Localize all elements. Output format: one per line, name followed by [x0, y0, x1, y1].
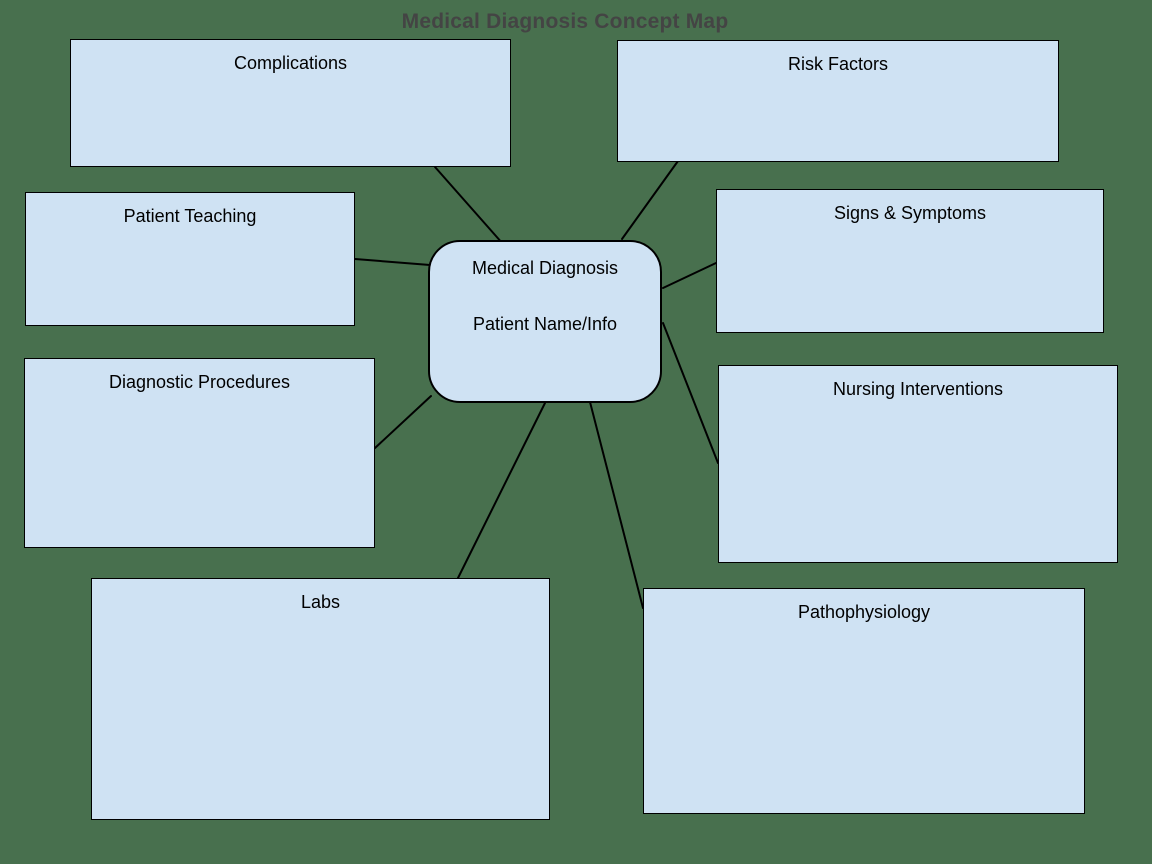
node-center[interactable]: Medical Diagnosis Patient Name/Info: [428, 240, 662, 403]
node-label: Complications: [233, 53, 348, 73]
node-signs-symptoms[interactable]: Signs & Symptoms: [716, 189, 1104, 333]
connector-complications: [434, 166, 504, 245]
connector-nursing-interventions: [662, 322, 719, 464]
connector-patient-teaching: [354, 258, 431, 266]
node-pathophysiology[interactable]: Pathophysiology: [643, 588, 1085, 814]
center-node-title: Medical Diagnosis: [471, 258, 619, 278]
node-label: Labs: [300, 592, 341, 612]
connector-labs: [457, 402, 546, 579]
center-node-subtitle: Patient Name/Info: [472, 314, 618, 334]
diagram-title: Medical Diagnosis Concept Map: [401, 10, 729, 33]
node-label: Nursing Interventions: [832, 379, 1004, 399]
node-label: Signs & Symptoms: [833, 203, 987, 223]
connector-pathophysiology: [589, 401, 644, 609]
node-labs[interactable]: Labs: [91, 578, 550, 820]
node-label: Risk Factors: [787, 54, 888, 74]
connector-risk-factors: [621, 160, 679, 240]
node-nursing-interventions[interactable]: Nursing Interventions: [718, 365, 1118, 563]
node-label: Diagnostic Procedures: [108, 372, 291, 392]
node-label: Patient Teaching: [123, 206, 257, 226]
connector-diagnostic-procedures: [374, 395, 432, 449]
node-diagnostic-procedures[interactable]: Diagnostic Procedures: [24, 358, 375, 548]
node-label: Pathophysiology: [797, 602, 931, 622]
node-complications[interactable]: Complications: [70, 39, 511, 167]
connector-signs-symptoms: [662, 262, 717, 289]
node-risk-factors[interactable]: Risk Factors: [617, 40, 1059, 162]
node-patient-teaching[interactable]: Patient Teaching: [25, 192, 355, 326]
